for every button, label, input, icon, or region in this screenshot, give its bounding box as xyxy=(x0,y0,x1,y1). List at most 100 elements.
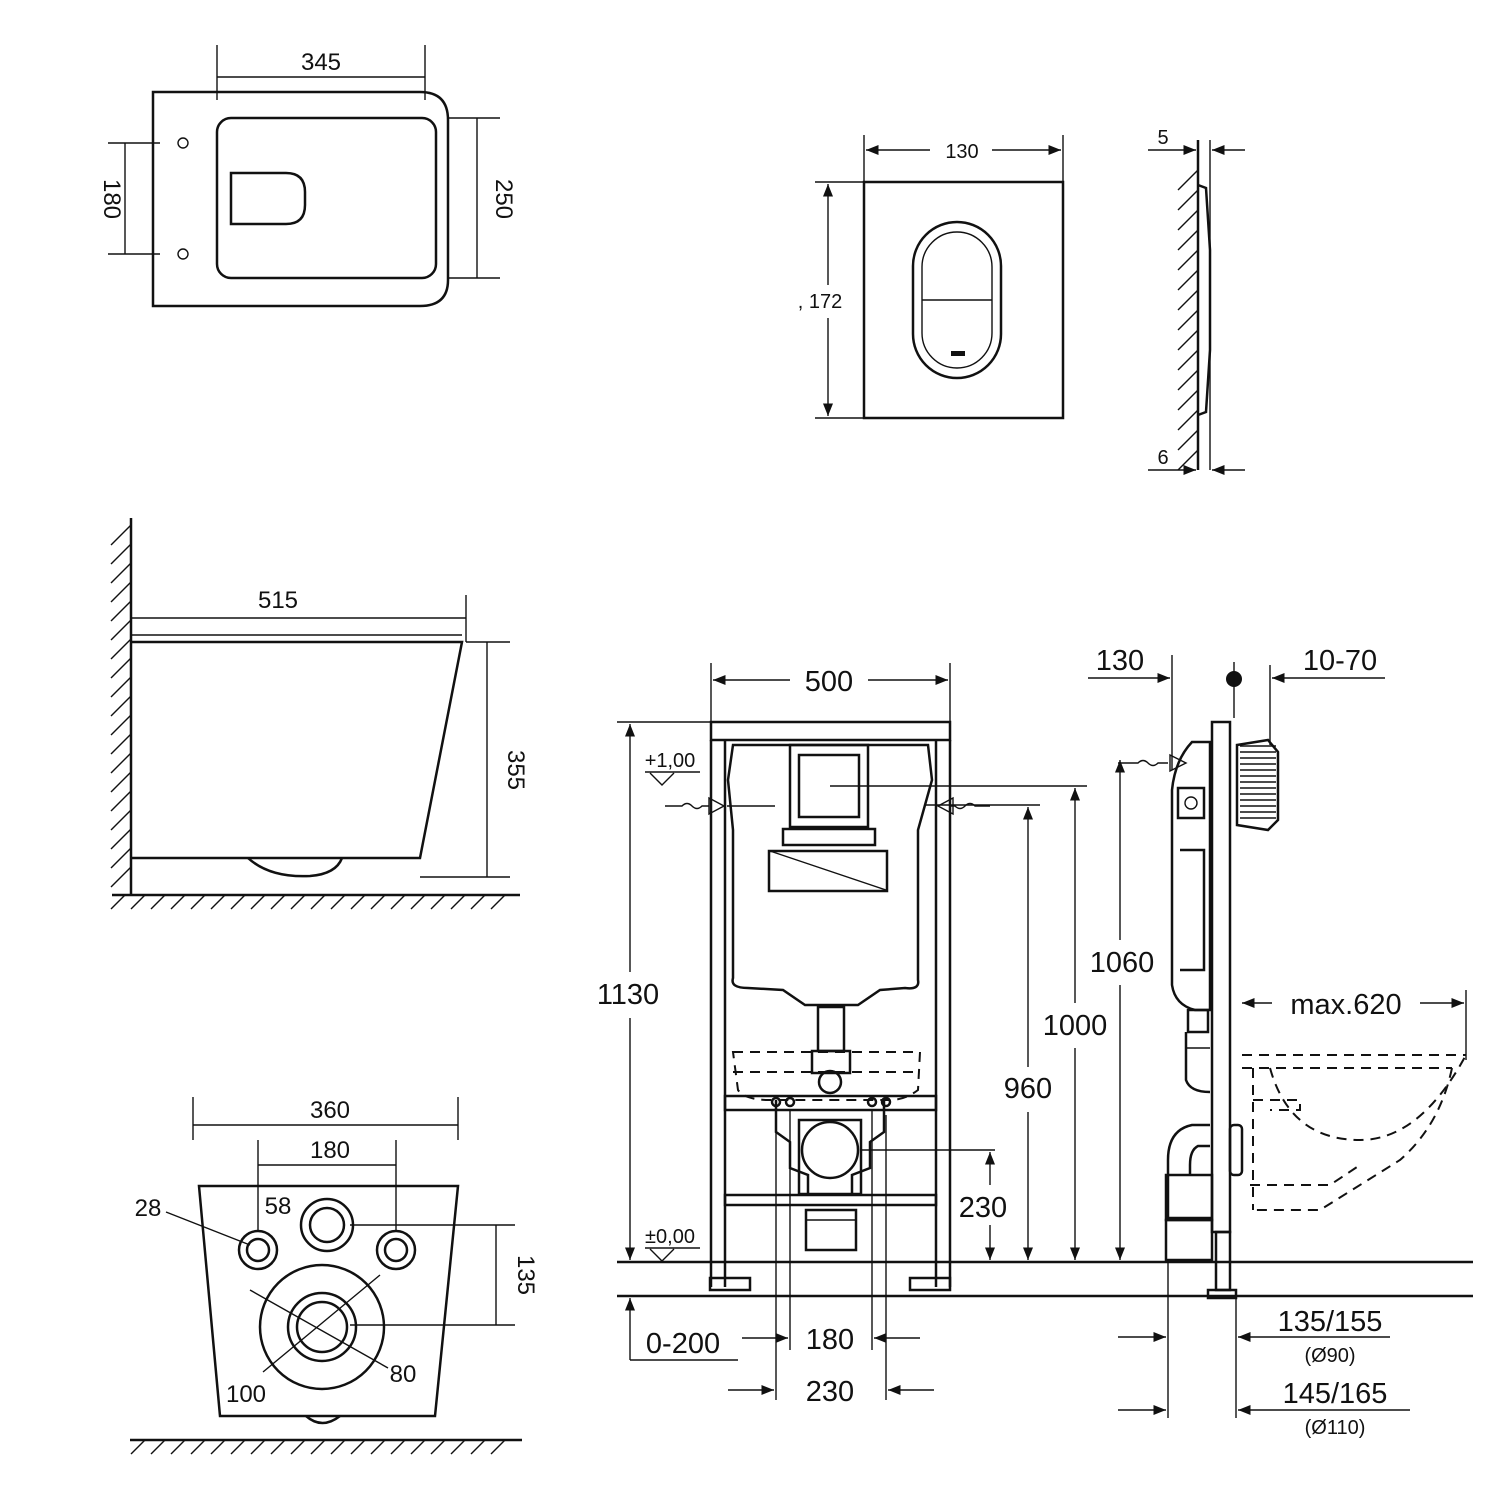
hatch-line xyxy=(110,562,132,584)
hatch-line xyxy=(150,1439,166,1455)
hatch-line xyxy=(470,1439,486,1455)
hatch-line xyxy=(290,894,306,910)
hatch-line xyxy=(470,894,486,910)
hatch-line xyxy=(1177,169,1199,191)
hatch-line xyxy=(330,894,346,910)
hatch-line xyxy=(110,733,132,755)
dim-355: 355 xyxy=(502,750,529,790)
bowl-rear-view: 360 180 28 58 135 100 80 xyxy=(130,1097,539,1455)
hatch-line xyxy=(450,894,466,910)
hatch-line xyxy=(230,894,246,910)
dim-6: 6 xyxy=(1157,447,1168,469)
hatch-line xyxy=(130,1439,146,1455)
hatch-line xyxy=(390,894,406,910)
hatch-line xyxy=(110,894,126,910)
hatch-line xyxy=(270,894,286,910)
hatch-line xyxy=(1177,369,1199,391)
dim-5: 5 xyxy=(1157,127,1168,149)
flush-plate-side: 5 6 xyxy=(1148,127,1245,476)
hatch-line xyxy=(430,894,446,910)
hatch-line xyxy=(350,894,366,910)
hatch-line xyxy=(1177,409,1199,431)
hatch-line xyxy=(110,581,132,603)
hatch-line xyxy=(110,714,132,736)
hatch-line xyxy=(110,524,132,546)
hatch-line xyxy=(130,894,146,910)
hatch-line xyxy=(110,790,132,812)
hatch-line xyxy=(1177,229,1199,251)
dim-360: 360 xyxy=(310,1097,350,1124)
dim-1060: 1060 xyxy=(1090,947,1155,979)
hatch-line xyxy=(110,543,132,565)
dim-515: 515 xyxy=(258,587,298,614)
hatch-line xyxy=(110,866,132,888)
dim-dia-110: (Ø110) xyxy=(1305,1417,1366,1439)
hatch-line xyxy=(110,752,132,774)
hatch-line xyxy=(1177,309,1199,331)
hatch-line xyxy=(210,894,226,910)
hatch-line xyxy=(190,894,206,910)
dim-max-620: max.620 xyxy=(1290,989,1401,1021)
hatch-line xyxy=(1177,249,1199,271)
frame-side-view: max.620 130 10-70 135/155 (Ø90) 145/165 … xyxy=(1088,645,1467,1439)
hatch-line xyxy=(1177,289,1199,311)
dim-250: 250 xyxy=(490,179,517,219)
dim-130-frame: 130 xyxy=(1096,645,1144,677)
hatch-line xyxy=(250,894,266,910)
dim-100: 100 xyxy=(226,1381,266,1408)
hatch-line xyxy=(1177,429,1199,451)
hatch-line xyxy=(190,1439,206,1455)
hatch-line xyxy=(290,1439,306,1455)
hatch-line xyxy=(210,1439,226,1455)
dim-135-155: 135/155 xyxy=(1278,1306,1383,1338)
dim-230-height: 230 xyxy=(959,1192,1007,1224)
hatch-line xyxy=(110,771,132,793)
hatch-line xyxy=(1177,329,1199,351)
dim-180-spacing: 180 xyxy=(806,1324,854,1356)
bowl-top-view: 345 180 250 xyxy=(98,45,517,308)
hatch-line xyxy=(150,894,166,910)
dim-130-plate: 130 xyxy=(945,141,978,163)
hatch-line xyxy=(1177,449,1199,471)
dim-58: 58 xyxy=(265,1193,292,1220)
grohe-logo: GROHE xyxy=(787,861,865,883)
hatch-line xyxy=(410,894,426,910)
level-zero: ±0,00 xyxy=(645,1226,695,1248)
dim-1000: 1000 xyxy=(1043,1010,1108,1042)
dim-180-rear: 180 xyxy=(310,1137,350,1164)
hatch-line xyxy=(170,894,186,910)
dim-145-165: 145/165 xyxy=(1283,1378,1388,1410)
hatch-line xyxy=(310,894,326,910)
dim-230-spacing: 230 xyxy=(806,1376,854,1408)
flush-plate-front: 130 , 172 xyxy=(798,135,1065,420)
hatch-line xyxy=(110,676,132,698)
hatch-line xyxy=(1177,189,1199,211)
hatch-line xyxy=(310,1439,326,1455)
hatch-line xyxy=(270,1439,286,1455)
level-plus-1: +1,00 xyxy=(645,750,696,772)
hatch-line xyxy=(430,1439,446,1455)
dim-0-200: 0-200 xyxy=(646,1328,720,1360)
hatch-line xyxy=(110,695,132,717)
hatch-line xyxy=(1177,389,1199,411)
hatch-line xyxy=(390,1439,406,1455)
hatch-line xyxy=(350,1439,366,1455)
hatch-line xyxy=(1177,269,1199,291)
dim-960: 960 xyxy=(1004,1073,1052,1105)
hatch-line xyxy=(110,638,132,660)
hatch-line xyxy=(250,1439,266,1455)
dim-dia-90: (Ø90) xyxy=(1304,1345,1355,1367)
hatch-line xyxy=(490,894,506,910)
dim-28: 28 xyxy=(135,1195,162,1222)
hatch-line xyxy=(170,1439,186,1455)
hatch-line xyxy=(110,809,132,831)
hatch-line xyxy=(110,619,132,641)
dim-80: 80 xyxy=(390,1361,417,1388)
frame-front-view: GROHE 500 1130 +1,00 xyxy=(597,663,1473,1408)
hatch-line xyxy=(1177,349,1199,371)
hatch-line xyxy=(110,657,132,679)
bowl-side-view: 515 355 xyxy=(110,518,529,910)
dim-172: , 172 xyxy=(798,291,842,313)
hatch-line xyxy=(230,1439,246,1455)
